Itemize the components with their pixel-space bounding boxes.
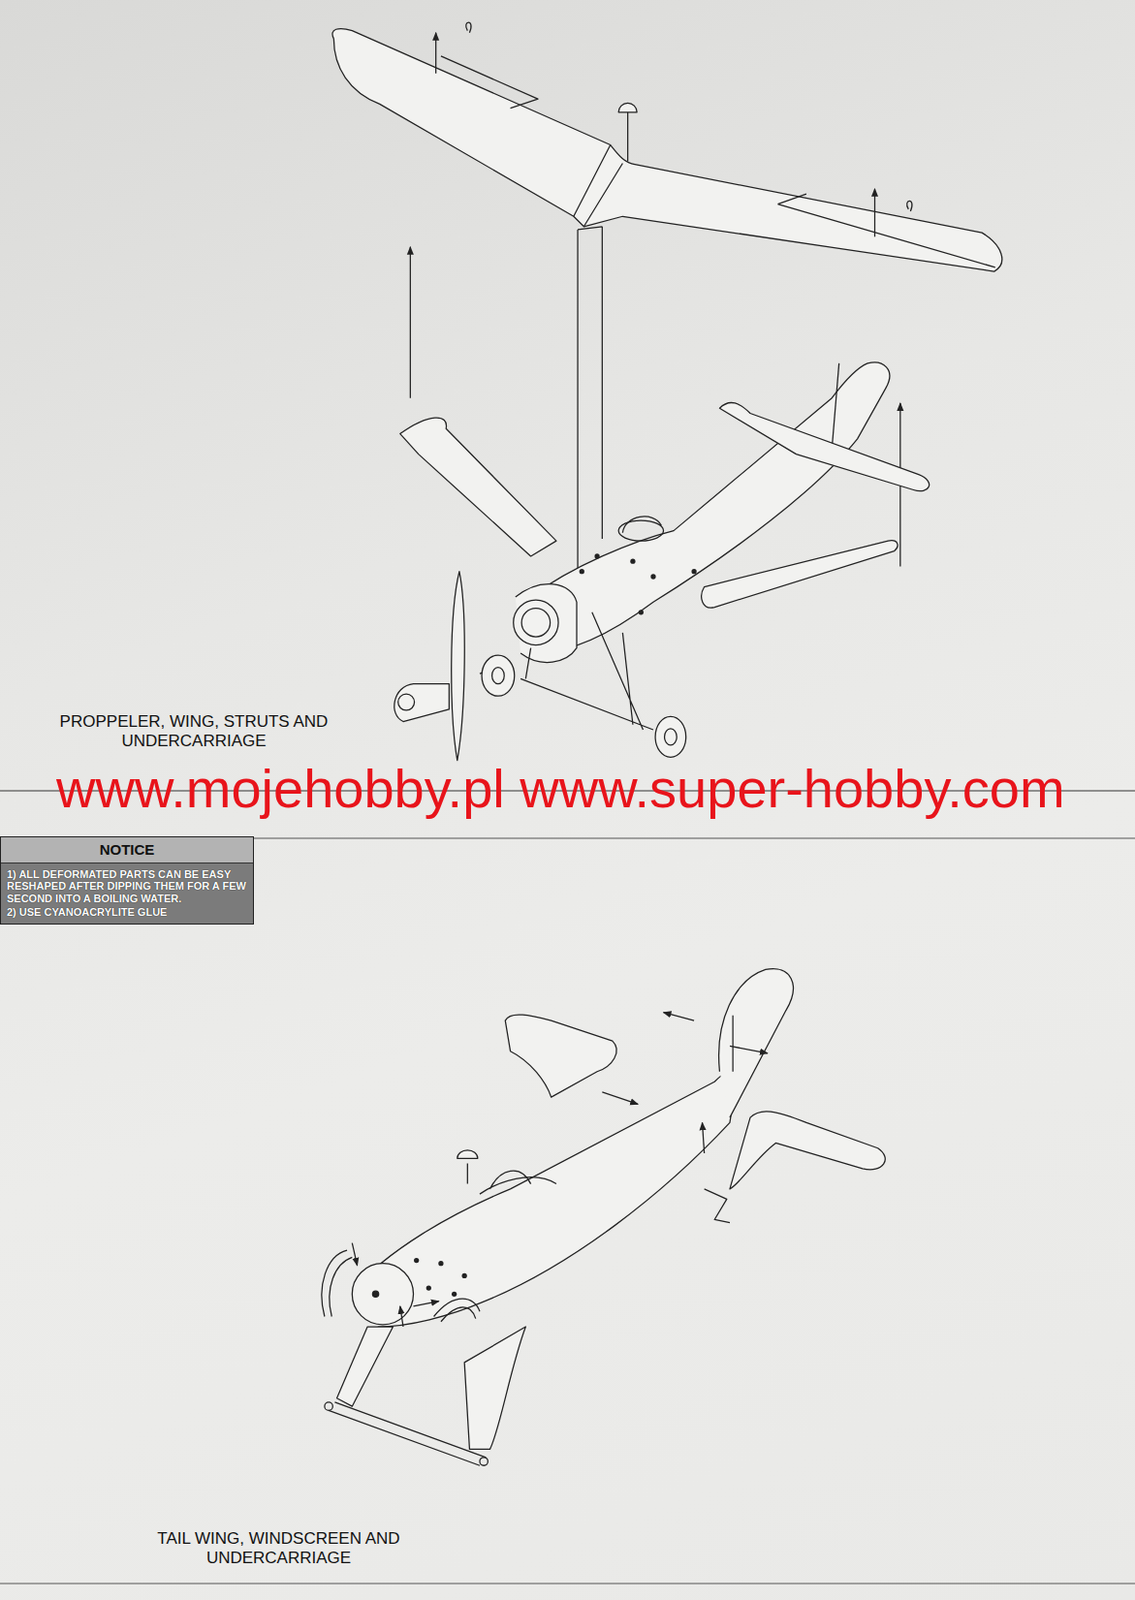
- watermark: www.mojehobby.pl www.super-hobby.com: [56, 756, 1066, 821]
- notice-heading: NOTICE: [0, 837, 253, 864]
- divider-line: [253, 838, 1135, 840]
- notice-text: 2) USE CYANOACRYLITE GLUE: [0, 905, 253, 924]
- notice-text: 1) ALL DEFORMATED PARTS CAN BE EASY RESH…: [0, 863, 253, 906]
- notice-box: NOTICE1) ALL DEFORMATED PARTS CAN BE EAS…: [0, 836, 254, 925]
- step-caption: TAIL WING, WINDSCREEN AND UNDERCARRIAGE: [145, 1529, 412, 1570]
- step-caption: PROPPELER, WING, STRUTS AND UNDERCARRIAG…: [48, 712, 340, 753]
- divider-line: [0, 1583, 1135, 1585]
- aircraft-drawing: [321, 22, 1003, 1466]
